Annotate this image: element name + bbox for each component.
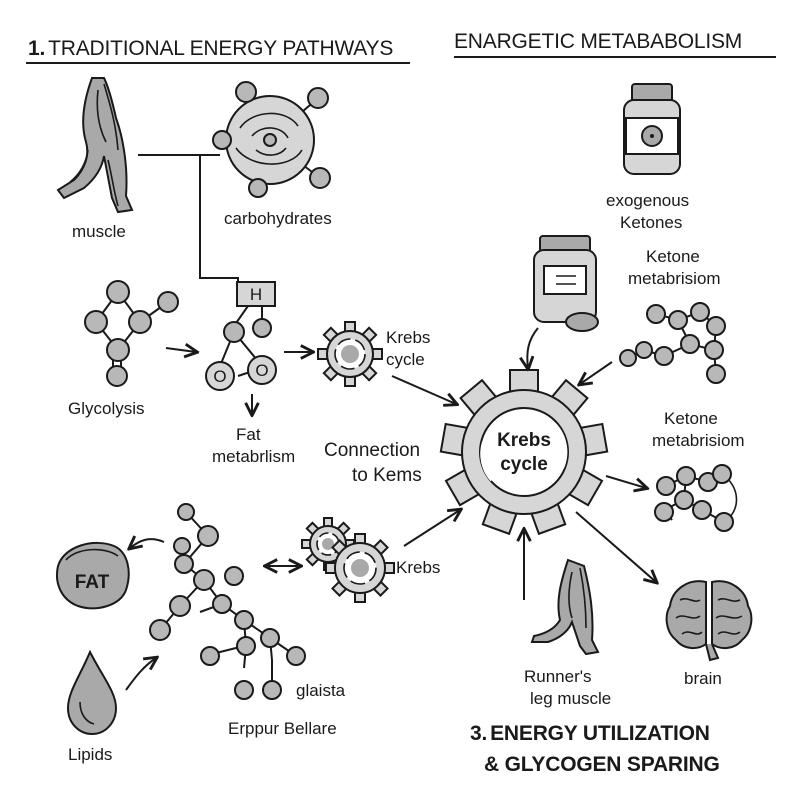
lipid-chain-icon (149, 503, 306, 700)
runner-leg-icon (530, 558, 600, 656)
glaista-label: glaista (296, 681, 346, 700)
carbohydrate-molecule-icon (212, 81, 331, 198)
supplement-bottle-icon (533, 235, 599, 332)
svg-text:ENARGETIC METABABOLISM: ENARGETIC METABABOLISM (454, 30, 742, 53)
connection-label-line1: Connection (324, 440, 420, 461)
central-krebs-gear-icon (439, 369, 609, 536)
gear-icon (325, 533, 395, 603)
connection-label-line2: to Kems (352, 465, 422, 486)
svg-text:3.ENERGY UTILIZATION: 3.ENERGY UTILIZATION (470, 722, 710, 745)
svg-text:1.TRADITIONAL ENERGY PATHWAYS: 1.TRADITIONAL ENERGY PATHWAYS (28, 37, 393, 60)
runner-label-line1: Runner's (524, 667, 592, 686)
glycolysis-label: Glycolysis (68, 399, 145, 418)
krebs-lower-label: Krebs (396, 558, 440, 577)
krebs-small-label-line1: Krebs (386, 328, 430, 347)
glucose-molecule-icon: H O O (205, 281, 277, 391)
erppur-label: Erppur Bellare (228, 719, 337, 738)
krebs-small-label-line2: cycle (386, 350, 425, 369)
ketone-molecule-icon (619, 302, 726, 384)
fat-metabolism-label-line2: metabrlism (212, 447, 295, 466)
ketone-b-label-line1: Ketone (664, 409, 718, 428)
svg-text:H: H (250, 285, 262, 304)
ketone-molecule-icon (654, 464, 738, 532)
svg-text:O: O (213, 367, 226, 386)
supplement-bottle-icon (623, 83, 681, 175)
heading-utilization: 3.ENERGY UTILIZATION & GLYCOGEN SPARING (470, 722, 720, 776)
carbohydrates-label: carbohydrates (224, 209, 332, 228)
glycolysis-molecule-icon (84, 280, 179, 387)
fat-metabolism-label-line1: Fat (236, 425, 261, 444)
muscle-label: muscle (72, 222, 126, 241)
ketone-b-label-line2: metabrisiom (652, 431, 745, 450)
brain-icon (665, 580, 753, 662)
svg-text:O: O (255, 361, 268, 380)
brain-label: brain (684, 669, 722, 688)
heading-energetic: ENARGETIC METABABOLISM (454, 30, 776, 58)
svg-text:FAT: FAT (75, 572, 110, 593)
svg-text:& GLYCOGEN SPARING: & GLYCOGEN SPARING (484, 753, 720, 776)
leg-muscle-icon (56, 77, 134, 214)
fat-tissue-icon: FAT (56, 541, 130, 610)
lipids-label: Lipids (68, 745, 112, 764)
runner-label-line2: leg muscle (530, 689, 611, 708)
exogenous-label-line2: Ketones (620, 213, 682, 232)
ketone-a-label-line2: metabrisiom (628, 269, 721, 288)
lipid-drop-icon (66, 649, 118, 736)
heading-traditional: 1.TRADITIONAL ENERGY PATHWAYS (26, 37, 410, 64)
ketone-a-label-line1: Ketone (646, 247, 700, 266)
krebs-center-label-line1: Krebs (497, 430, 551, 451)
krebs-center-label-line2: cycle (500, 454, 548, 475)
exogenous-label-line1: exogenous (606, 191, 689, 210)
gear-icon (317, 321, 383, 387)
